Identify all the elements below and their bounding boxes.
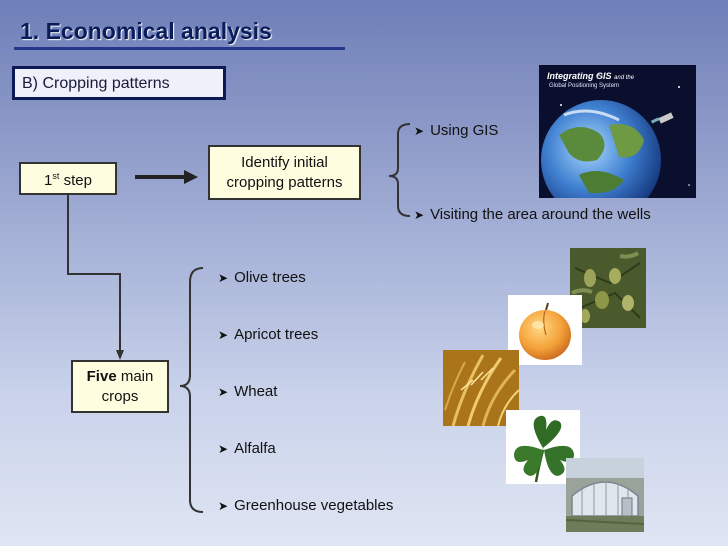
crop-label: Olive trees bbox=[234, 269, 306, 286]
right-arrow-icon: ➤ bbox=[218, 328, 229, 342]
identify-line-1: Identify initial bbox=[241, 154, 328, 171]
method-item-gis: ➤ Using GIS bbox=[414, 122, 498, 139]
book-title: Integrating GIS and the bbox=[547, 71, 635, 81]
greenhouse-image bbox=[566, 458, 644, 532]
apricot-image bbox=[508, 295, 582, 365]
five-bold-word: Five bbox=[86, 368, 117, 385]
right-arrow-icon: ➤ bbox=[218, 271, 229, 285]
step-suffix: st bbox=[52, 171, 60, 181]
title-underline bbox=[14, 47, 345, 50]
olive-trees-image bbox=[570, 248, 646, 328]
crops-word: crops bbox=[101, 388, 139, 405]
crop-item: ➤ Greenhouse vegetables bbox=[218, 497, 393, 514]
down-arrow-head bbox=[116, 350, 124, 360]
method-label: Using GIS bbox=[430, 122, 499, 139]
crop-label: Apricot trees bbox=[234, 326, 319, 343]
first-step-box: 1st step bbox=[19, 162, 117, 195]
slide-title: 1. Economical analysis bbox=[20, 18, 272, 44]
down-connector bbox=[67, 195, 121, 352]
crop-item: ➤ Olive trees bbox=[218, 269, 306, 286]
crop-label: Alfalfa bbox=[234, 440, 276, 457]
methods-brace-icon bbox=[388, 123, 411, 217]
section-heading: B) Cropping patterns bbox=[12, 66, 226, 100]
right-arrow-head bbox=[184, 170, 198, 184]
gis-book-cover-image: Integrating GIS and the Global Positioni… bbox=[539, 65, 696, 198]
right-arrow-icon: ➤ bbox=[218, 499, 229, 513]
crop-label: Wheat bbox=[234, 383, 278, 400]
right-arrow-icon: ➤ bbox=[218, 385, 229, 399]
wheat-image bbox=[443, 350, 519, 426]
crop-item: ➤ Apricot trees bbox=[218, 326, 318, 343]
method-label: Visiting the area around the wells bbox=[430, 206, 651, 223]
five-main-crops-box: Five main crops bbox=[71, 360, 169, 413]
main-word: main bbox=[116, 368, 154, 385]
book-subtitle: Global Positioning System bbox=[549, 83, 620, 89]
crop-item: ➤ Wheat bbox=[218, 383, 277, 400]
step-word: step bbox=[59, 172, 92, 189]
right-arrow-icon: ➤ bbox=[414, 208, 425, 222]
right-arrow-icon: ➤ bbox=[218, 442, 229, 456]
earth-globe-icon bbox=[541, 74, 690, 198]
identify-line-2: cropping patterns bbox=[226, 174, 343, 191]
method-item-visiting: ➤ Visiting the area around the wells bbox=[414, 206, 651, 223]
identify-cropping-patterns-box: Identify initial cropping patterns bbox=[208, 145, 361, 200]
crop-label: Greenhouse vegetables bbox=[234, 497, 394, 514]
right-arrow-icon: ➤ bbox=[414, 124, 425, 138]
crops-brace-icon bbox=[179, 267, 204, 513]
step-number: 1 bbox=[44, 172, 53, 189]
crop-item: ➤ Alfalfa bbox=[218, 440, 276, 457]
